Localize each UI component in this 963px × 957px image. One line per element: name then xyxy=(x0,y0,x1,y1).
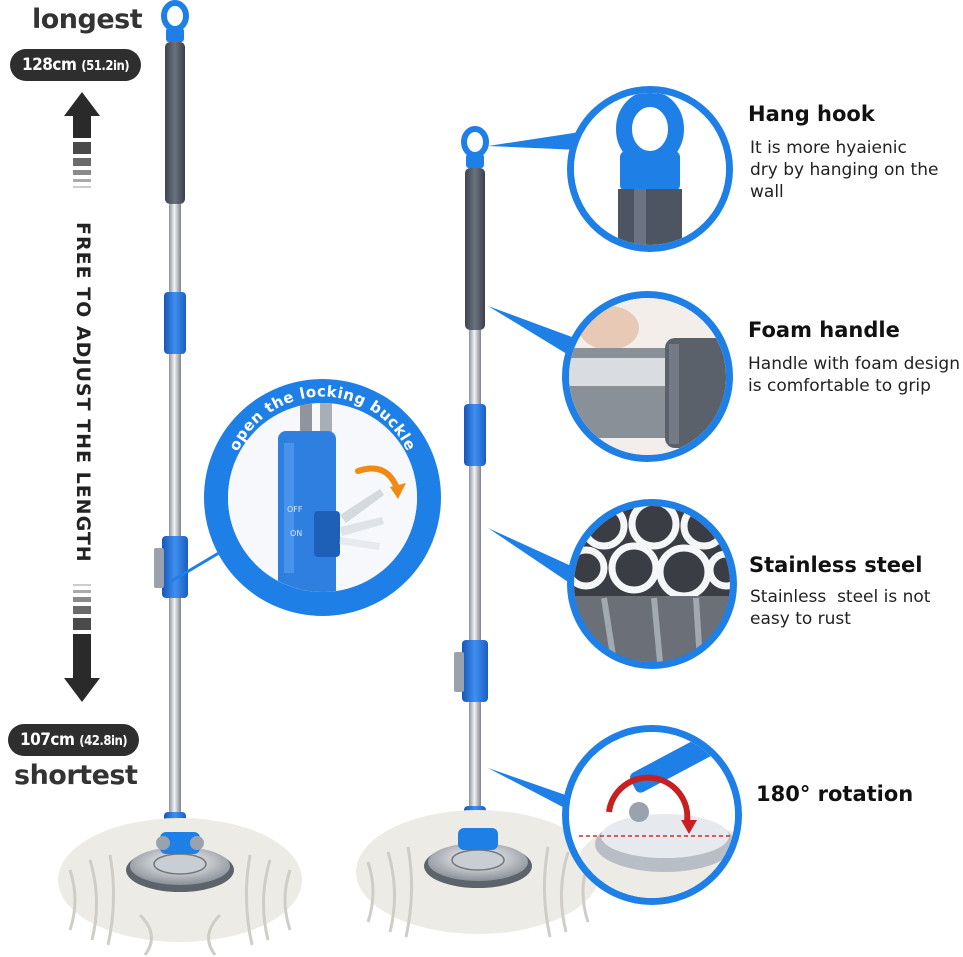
feature-title-stainless-steel: Stainless steel xyxy=(749,553,923,577)
foam-handle-circle xyxy=(562,291,733,462)
buckle-closeup-image xyxy=(228,403,417,592)
shortest-value-cm: 107cm xyxy=(20,730,75,750)
buckle-off-label: OFF xyxy=(287,505,303,514)
longest-value-pill: 128cm (51.2in) xyxy=(10,49,142,81)
stainless-steel-circle xyxy=(567,499,737,669)
longest-label: longest xyxy=(32,4,143,35)
left-mop-image xyxy=(58,0,302,956)
longest-value-in: (51.2in) xyxy=(81,59,130,74)
length-arrow-graphic xyxy=(64,92,100,702)
shortest-value-in: (42.8in) xyxy=(79,734,128,749)
buckle-on-label: ON xyxy=(290,529,303,538)
longest-value-cm: 128cm xyxy=(22,55,77,75)
feature-title-rotation: 180° rotation xyxy=(756,782,914,806)
feature-title-foam-handle: Foam handle xyxy=(748,318,900,342)
hang-hook-closeup xyxy=(574,93,726,245)
rotation-closeup xyxy=(569,732,735,898)
feature-desc-foam-handle: Handle with foam design is comfortable t… xyxy=(748,354,960,396)
down-arrow-icon xyxy=(64,584,100,702)
red-rotation-arrow-icon xyxy=(606,774,691,823)
steel-tubes-closeup xyxy=(574,506,730,662)
rotation-circle xyxy=(562,725,742,905)
hang-hook-icon xyxy=(161,0,189,32)
feature-connectors xyxy=(488,132,580,816)
feature-desc-hang-hook: It is more hyaienic dry by hanging on th… xyxy=(750,138,939,202)
foam-handle-closeup xyxy=(569,298,726,455)
shortest-value-pill: 107cm (42.8in) xyxy=(8,724,140,756)
orange-arrow-icon xyxy=(390,483,406,499)
right-mop-image xyxy=(356,126,600,938)
foam-grip xyxy=(165,42,185,204)
up-arrow-icon xyxy=(64,92,100,188)
feature-title-hang-hook: Hang hook xyxy=(748,102,875,126)
feature-desc-stainless-steel: Stainless steel is not easy to rust xyxy=(750,587,936,629)
hang-hook-circle xyxy=(567,86,733,252)
shortest-label: shortest xyxy=(14,760,138,791)
buckle-callout: open the locking buckle OFF ON xyxy=(204,379,441,616)
